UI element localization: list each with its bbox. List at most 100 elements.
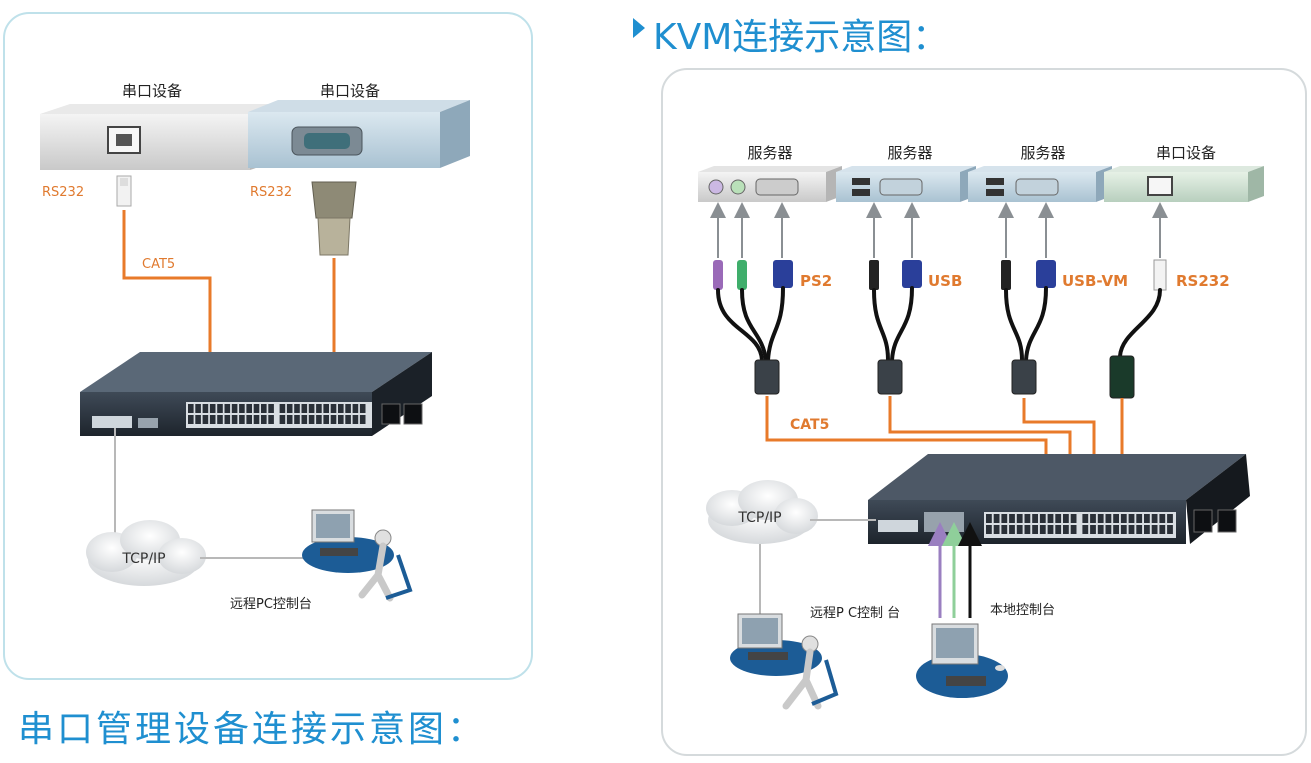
server-2 — [836, 166, 976, 202]
rs232-label-1: RS232 — [42, 185, 84, 200]
port — [360, 404, 366, 413]
port — [1082, 514, 1088, 523]
port — [225, 415, 231, 424]
port — [1113, 514, 1119, 523]
serial-device-3 — [1104, 166, 1264, 202]
usb-vm-label: USB-VM — [1062, 272, 1128, 290]
port — [1048, 525, 1054, 534]
server-label-3: 服务器 — [1020, 144, 1065, 162]
tcpip-label-right: TCP/IP — [737, 510, 781, 526]
port — [353, 404, 359, 413]
port — [345, 404, 351, 413]
port — [1025, 525, 1031, 534]
port — [302, 415, 308, 424]
port — [1167, 525, 1173, 534]
port — [360, 415, 366, 424]
port — [261, 415, 267, 424]
port — [994, 525, 1000, 534]
cat5-label-right: CAT5 — [790, 417, 829, 433]
port — [986, 525, 992, 534]
tcpip-label-left: TCP/IP — [121, 551, 165, 567]
rj45-connector-icon — [1154, 260, 1166, 290]
port — [217, 404, 223, 413]
port — [1063, 514, 1069, 523]
port — [1144, 525, 1150, 534]
port — [232, 404, 238, 413]
port — [338, 404, 344, 413]
port — [268, 415, 274, 424]
port — [1040, 525, 1046, 534]
port — [309, 404, 315, 413]
serial-device-label-2: 串口设备 — [320, 82, 380, 100]
port — [188, 404, 194, 413]
usb-connectors-icon-2 — [1001, 260, 1056, 290]
serial-device-label-3: 串口设备 — [1156, 144, 1216, 162]
serial-device-label-1: 串口设备 — [122, 82, 182, 100]
port — [1167, 514, 1173, 523]
port — [232, 415, 238, 424]
port — [1129, 514, 1135, 523]
port — [1001, 514, 1007, 523]
port — [986, 514, 992, 523]
port — [280, 404, 286, 413]
rs232-label-3: RS232 — [1176, 272, 1230, 290]
port — [1090, 525, 1096, 534]
port — [1040, 514, 1046, 523]
port — [287, 404, 293, 413]
port — [188, 415, 194, 424]
port — [1136, 525, 1142, 534]
port — [323, 415, 329, 424]
port — [1071, 514, 1077, 523]
usb-label: USB — [928, 272, 962, 290]
local-console-label: 本地控制台 — [990, 603, 1055, 618]
port — [1032, 514, 1038, 523]
serial-device-1 — [40, 104, 280, 170]
port — [309, 415, 315, 424]
port — [239, 415, 245, 424]
port — [210, 415, 216, 424]
port — [261, 404, 267, 413]
port — [1098, 514, 1104, 523]
cat5-dongles — [755, 356, 1134, 398]
port — [331, 404, 337, 413]
port — [280, 415, 286, 424]
port — [1032, 525, 1038, 534]
port — [210, 404, 216, 413]
port — [1017, 514, 1023, 523]
ps2-connectors-icon — [713, 260, 793, 290]
port — [1136, 514, 1142, 523]
port — [1063, 525, 1069, 534]
db9-adapter-icon — [312, 182, 356, 255]
port — [225, 404, 231, 413]
port — [1001, 525, 1007, 534]
remote-pc-right-icon — [730, 614, 836, 706]
port — [302, 404, 308, 413]
server-label-1: 服务器 — [747, 144, 792, 162]
port — [195, 404, 201, 413]
port — [1113, 525, 1119, 534]
port — [1152, 525, 1158, 534]
port — [331, 415, 337, 424]
port — [1090, 514, 1096, 523]
usb-connectors-icon-1 — [869, 260, 922, 290]
port — [1055, 514, 1061, 523]
serial-device-2 — [248, 100, 470, 168]
port — [246, 415, 252, 424]
port — [287, 415, 293, 424]
port — [203, 415, 209, 424]
cat5-label-left: CAT5 — [142, 257, 175, 272]
port — [1159, 525, 1165, 534]
server-1 — [698, 166, 842, 202]
port — [203, 404, 209, 413]
ps2-label: PS2 — [800, 272, 832, 290]
remote-pc-left-icon — [302, 510, 410, 598]
local-pc-icon — [916, 624, 1008, 698]
port — [1071, 525, 1077, 534]
remote-console-label-left: 远程PC控制台 — [230, 597, 312, 612]
port — [1121, 514, 1127, 523]
port — [353, 415, 359, 424]
port — [338, 415, 344, 424]
port — [268, 404, 274, 413]
port — [1025, 514, 1031, 523]
port — [1144, 514, 1150, 523]
